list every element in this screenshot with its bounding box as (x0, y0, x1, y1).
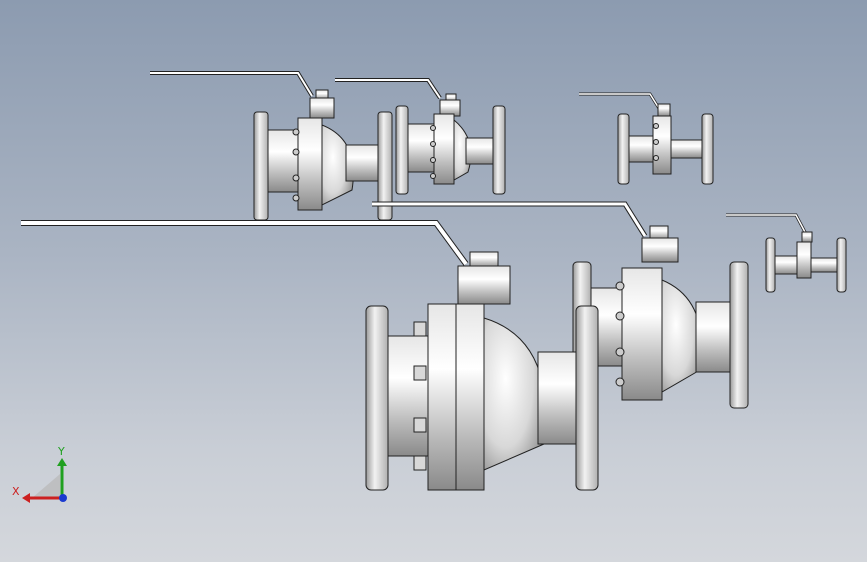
ball-valve-large[interactable] (21, 220, 599, 491)
ball-valve-upper-right[interactable] (579, 92, 714, 185)
orientation-triad: Y X (12, 445, 67, 503)
ball-valve-upper-left[interactable] (150, 71, 393, 221)
triad-plane-shade (32, 474, 60, 498)
y-axis-label: Y (57, 445, 65, 458)
x-axis-label: X (12, 485, 20, 498)
ball-valve-upper-middle[interactable] (335, 78, 506, 195)
x-axis-arrowhead (22, 493, 30, 503)
y-axis-arrowhead (57, 458, 67, 466)
ball-valve-small-right[interactable] (726, 213, 847, 293)
z-axis-indicator (59, 494, 67, 502)
